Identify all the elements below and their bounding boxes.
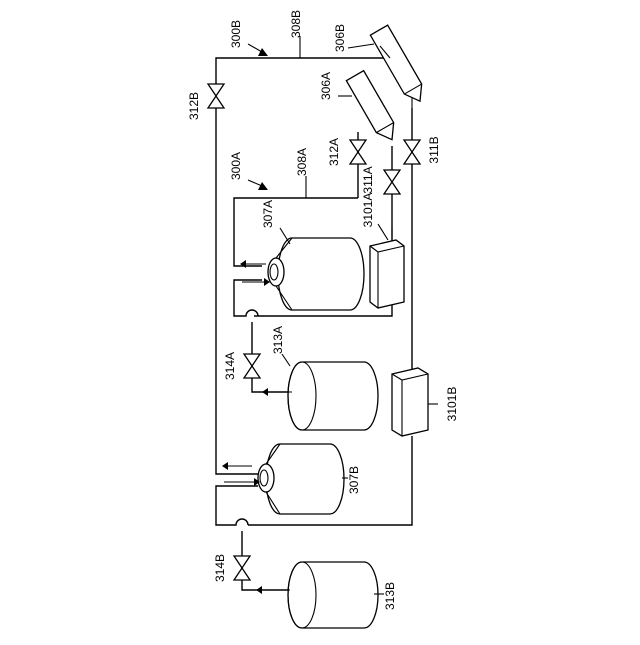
- label-311A: 311A: [361, 166, 375, 193]
- valve-311B: [404, 140, 420, 164]
- label-300B: 300B: [229, 20, 243, 48]
- tank-313A: [288, 362, 378, 430]
- label-306A: 306A: [319, 72, 333, 100]
- cylinder-307A: [268, 238, 364, 310]
- label-314A: 314A: [223, 352, 237, 380]
- pipe-307B-feed: [216, 486, 258, 525]
- label-307B: 307B: [347, 466, 361, 494]
- label-307A: 307A: [261, 200, 275, 228]
- label-3101A: 3101A: [361, 193, 375, 228]
- leader-313A: [282, 354, 290, 366]
- valve-312B: [208, 84, 224, 108]
- label-3101B: 3101B: [445, 387, 459, 422]
- label-311B: 311B: [427, 136, 441, 163]
- label-312B: 312B: [187, 92, 201, 120]
- leader-300B: [248, 44, 262, 52]
- valve-314A: [244, 354, 260, 378]
- leader-306B: [348, 44, 374, 48]
- leader-3101A: [378, 224, 388, 240]
- valve-314B: [234, 556, 250, 580]
- valve-311A: [384, 170, 400, 194]
- leader-300A: [248, 180, 262, 186]
- label-308B: 308B: [289, 10, 303, 38]
- valve-312A: [350, 140, 366, 164]
- label-312A: 312A: [327, 138, 341, 166]
- label-314B: 314B: [213, 554, 227, 582]
- label-306B: 306B: [333, 24, 347, 52]
- label-313B: 313B: [383, 582, 397, 610]
- nozzle-306A: [346, 71, 400, 145]
- label-313A: 313A: [271, 326, 285, 354]
- pipe-314B: [242, 531, 290, 590]
- pipe-307A-feed: [234, 280, 262, 316]
- nozzle-306B: [370, 25, 428, 106]
- controller-3101B: [392, 368, 428, 436]
- cylinder-307B: [258, 444, 344, 514]
- label-300A: 300A: [229, 152, 243, 180]
- controller-3101A: [370, 240, 404, 308]
- tank-313B: [288, 562, 378, 628]
- label-308A: 308A: [295, 148, 309, 176]
